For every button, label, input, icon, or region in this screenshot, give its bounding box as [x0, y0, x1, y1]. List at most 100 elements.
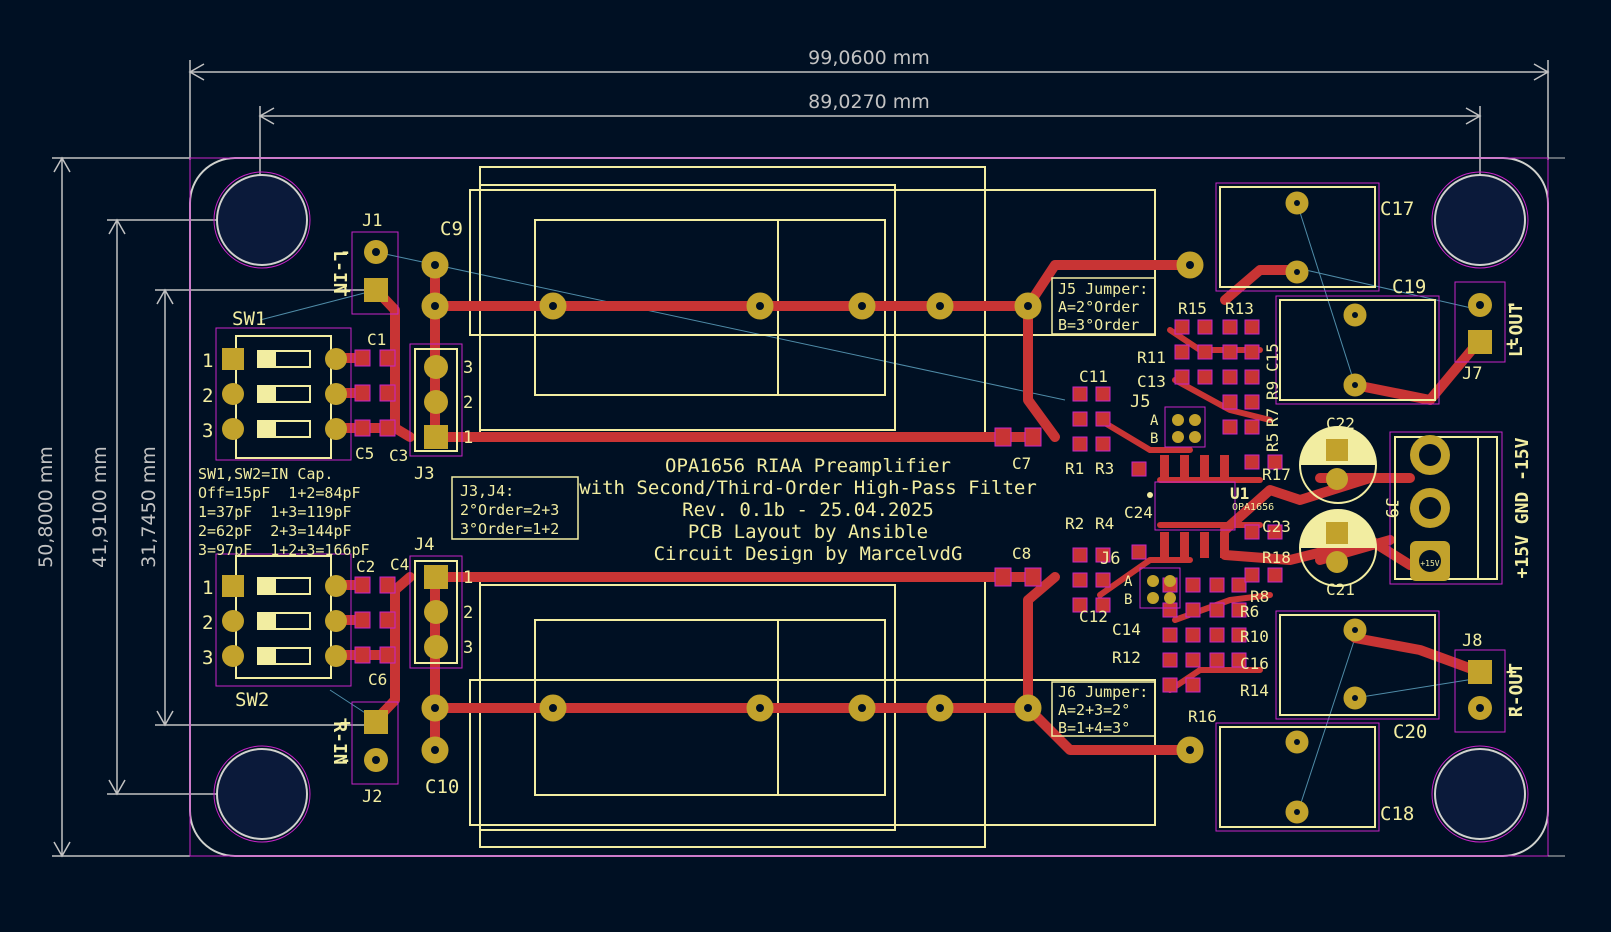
ref-c1: C1 [367, 330, 386, 349]
j5-legend-line-1: J5 Jumper: [1058, 280, 1148, 298]
j3-pin1-label: 1 [463, 428, 473, 448]
sw1-label: SW1 [232, 308, 266, 330]
j9-pin-15v-label: +15V [1420, 559, 1439, 568]
j9-label: J9 [1381, 498, 1401, 518]
sw-legend-line-2: Off=15pF 1+2=84pF [198, 484, 361, 502]
sw-legend-line-4: 2=62pF 2+3=144pF [198, 522, 352, 540]
j4-label: J4 [414, 535, 434, 555]
ref-r14: R14 [1240, 681, 1269, 700]
ref-r6: R6 [1240, 602, 1259, 621]
capacitor-c17-c20-outlines [1219, 186, 1436, 828]
mounting-holes [216, 174, 1526, 840]
j2-minus-label: - [340, 750, 351, 771]
dip-switch-sw1 [215, 327, 352, 461]
j8-minus-label: - [1506, 698, 1517, 719]
power-terminal-j9 [1389, 431, 1503, 585]
ref-c2: C2 [356, 557, 375, 576]
j3-label: J3 [414, 464, 434, 484]
j4-pin3-label: 3 [463, 638, 473, 658]
j6-note-box [1051, 681, 1156, 737]
ref-c13: C13 [1137, 372, 1166, 391]
ref-c12: C12 [1079, 607, 1108, 626]
j6-legend-line-1: J6 Jumper: [1058, 683, 1148, 701]
j2-label: J2 [362, 787, 382, 807]
ref-r5: R5 [1263, 433, 1282, 452]
title-line-3: Rev. 0.1b - 25.04.2025 [682, 499, 934, 521]
j5-b-label: B [1150, 431, 1158, 447]
ref-c15: C15 [1263, 343, 1282, 372]
title-block: OPA1656 RIAA Preamplifier with Second/Th… [579, 455, 1037, 565]
j34-legend-line-1: J3,J4: [460, 482, 514, 500]
title-line-5: Circuit Design by MarcelvdG [654, 543, 963, 565]
sw-legend-line-5: 3=97pF 1+2+3=166pF [198, 541, 370, 559]
header-j2 [351, 701, 399, 785]
j6-legend-line-2: A=2+3=2° [1058, 701, 1130, 719]
ref-r2: R2 [1065, 514, 1084, 533]
j6-legend-line-3: B=1+4=3° [1058, 719, 1130, 737]
switch-legend: SW1,SW2=IN Cap. Off=15pF 1+2=84pF 1=37pF… [198, 465, 370, 559]
ref-r8: R8 [1250, 587, 1269, 606]
j1-plus-label: + [340, 281, 351, 302]
ref-c22: C22 [1326, 414, 1355, 433]
ref-c18: C18 [1380, 803, 1414, 825]
dimension-height-mid: 41,9100 mm [89, 446, 111, 568]
ref-c11: C11 [1079, 367, 1108, 386]
j34-legend-line-2: 2°Order=2+3 [460, 501, 559, 519]
l-in-label: L-IN [329, 250, 350, 293]
j5-legend-line-3: B=3°Order [1058, 316, 1139, 334]
title-line-4: PCB Layout by Ansible [688, 521, 928, 543]
ref-r16: R16 [1188, 707, 1217, 726]
ref-c24: C24 [1124, 503, 1153, 522]
j5-a-label: A [1150, 413, 1159, 429]
sw1-pin1-label: 1 [202, 350, 213, 372]
ref-r7: R7 [1263, 408, 1282, 427]
header-j8 [1454, 649, 1506, 733]
ref-c6: C6 [368, 670, 387, 689]
ref-c20: C20 [1393, 721, 1427, 743]
ref-r11: R11 [1137, 348, 1166, 367]
sw2-label: SW2 [235, 689, 269, 711]
ref-c7: C7 [1012, 454, 1031, 473]
j1-minus-label: - [340, 242, 351, 263]
ref-r9: R9 [1263, 381, 1282, 400]
j8-plus-label: + [1506, 662, 1517, 683]
title-line-2: with Second/Third-Order High-Pass Filter [579, 477, 1037, 499]
ref-r15: R15 [1178, 299, 1207, 318]
title-line-1: OPA1656 RIAA Preamplifier [665, 455, 951, 477]
j1-label: J1 [362, 211, 382, 231]
ref-r4: R4 [1095, 514, 1114, 533]
ref-c17: C17 [1380, 198, 1414, 220]
dimension-width-holes: 89,0270 mm [808, 91, 930, 113]
ref-c10: C10 [425, 776, 459, 798]
sw1-pin3-label: 3 [202, 420, 213, 442]
j34-legend-line-3: 3°Order=1+2 [460, 520, 559, 538]
u1-opa1656-footprint [1147, 455, 1236, 558]
j4-pin2-label: 2 [463, 603, 473, 623]
smd-pads [354, 319, 1283, 693]
ref-c19: C19 [1392, 276, 1426, 298]
jumper-j6 [1139, 567, 1181, 609]
ref-r18: R18 [1262, 548, 1291, 567]
j34-note-box [451, 476, 579, 540]
j6-b-label: B [1124, 592, 1132, 608]
dimension-width-total: 99,0600 mm [808, 47, 930, 69]
u1-value-label: OPA1656 [1232, 502, 1274, 513]
j7-minus-label: - [1506, 294, 1517, 315]
capacitor-c21-electrolytic [1299, 509, 1377, 587]
j6-label: J6 [1100, 549, 1120, 569]
dimension-height-total: 50,8000 mm [35, 446, 57, 568]
header-j4 [409, 555, 463, 669]
j5-legend: J5 Jumper: A=2°Order B=3°Order [1058, 280, 1148, 334]
ref-r12: R12 [1112, 648, 1141, 667]
header-j7 [1454, 281, 1506, 363]
dip-switch-sw2 [215, 553, 352, 687]
sw2-pin1-label: 1 [202, 577, 213, 599]
ref-r3: R3 [1095, 459, 1114, 478]
ref-c9: C9 [440, 218, 463, 240]
ref-c5: C5 [355, 444, 374, 463]
ref-r13: R13 [1225, 299, 1254, 318]
j3-pin2-label: 2 [463, 393, 473, 413]
l-out-label: L-OUT [1506, 303, 1527, 357]
ref-c16: C16 [1240, 654, 1269, 673]
ref-c14: C14 [1112, 620, 1141, 639]
